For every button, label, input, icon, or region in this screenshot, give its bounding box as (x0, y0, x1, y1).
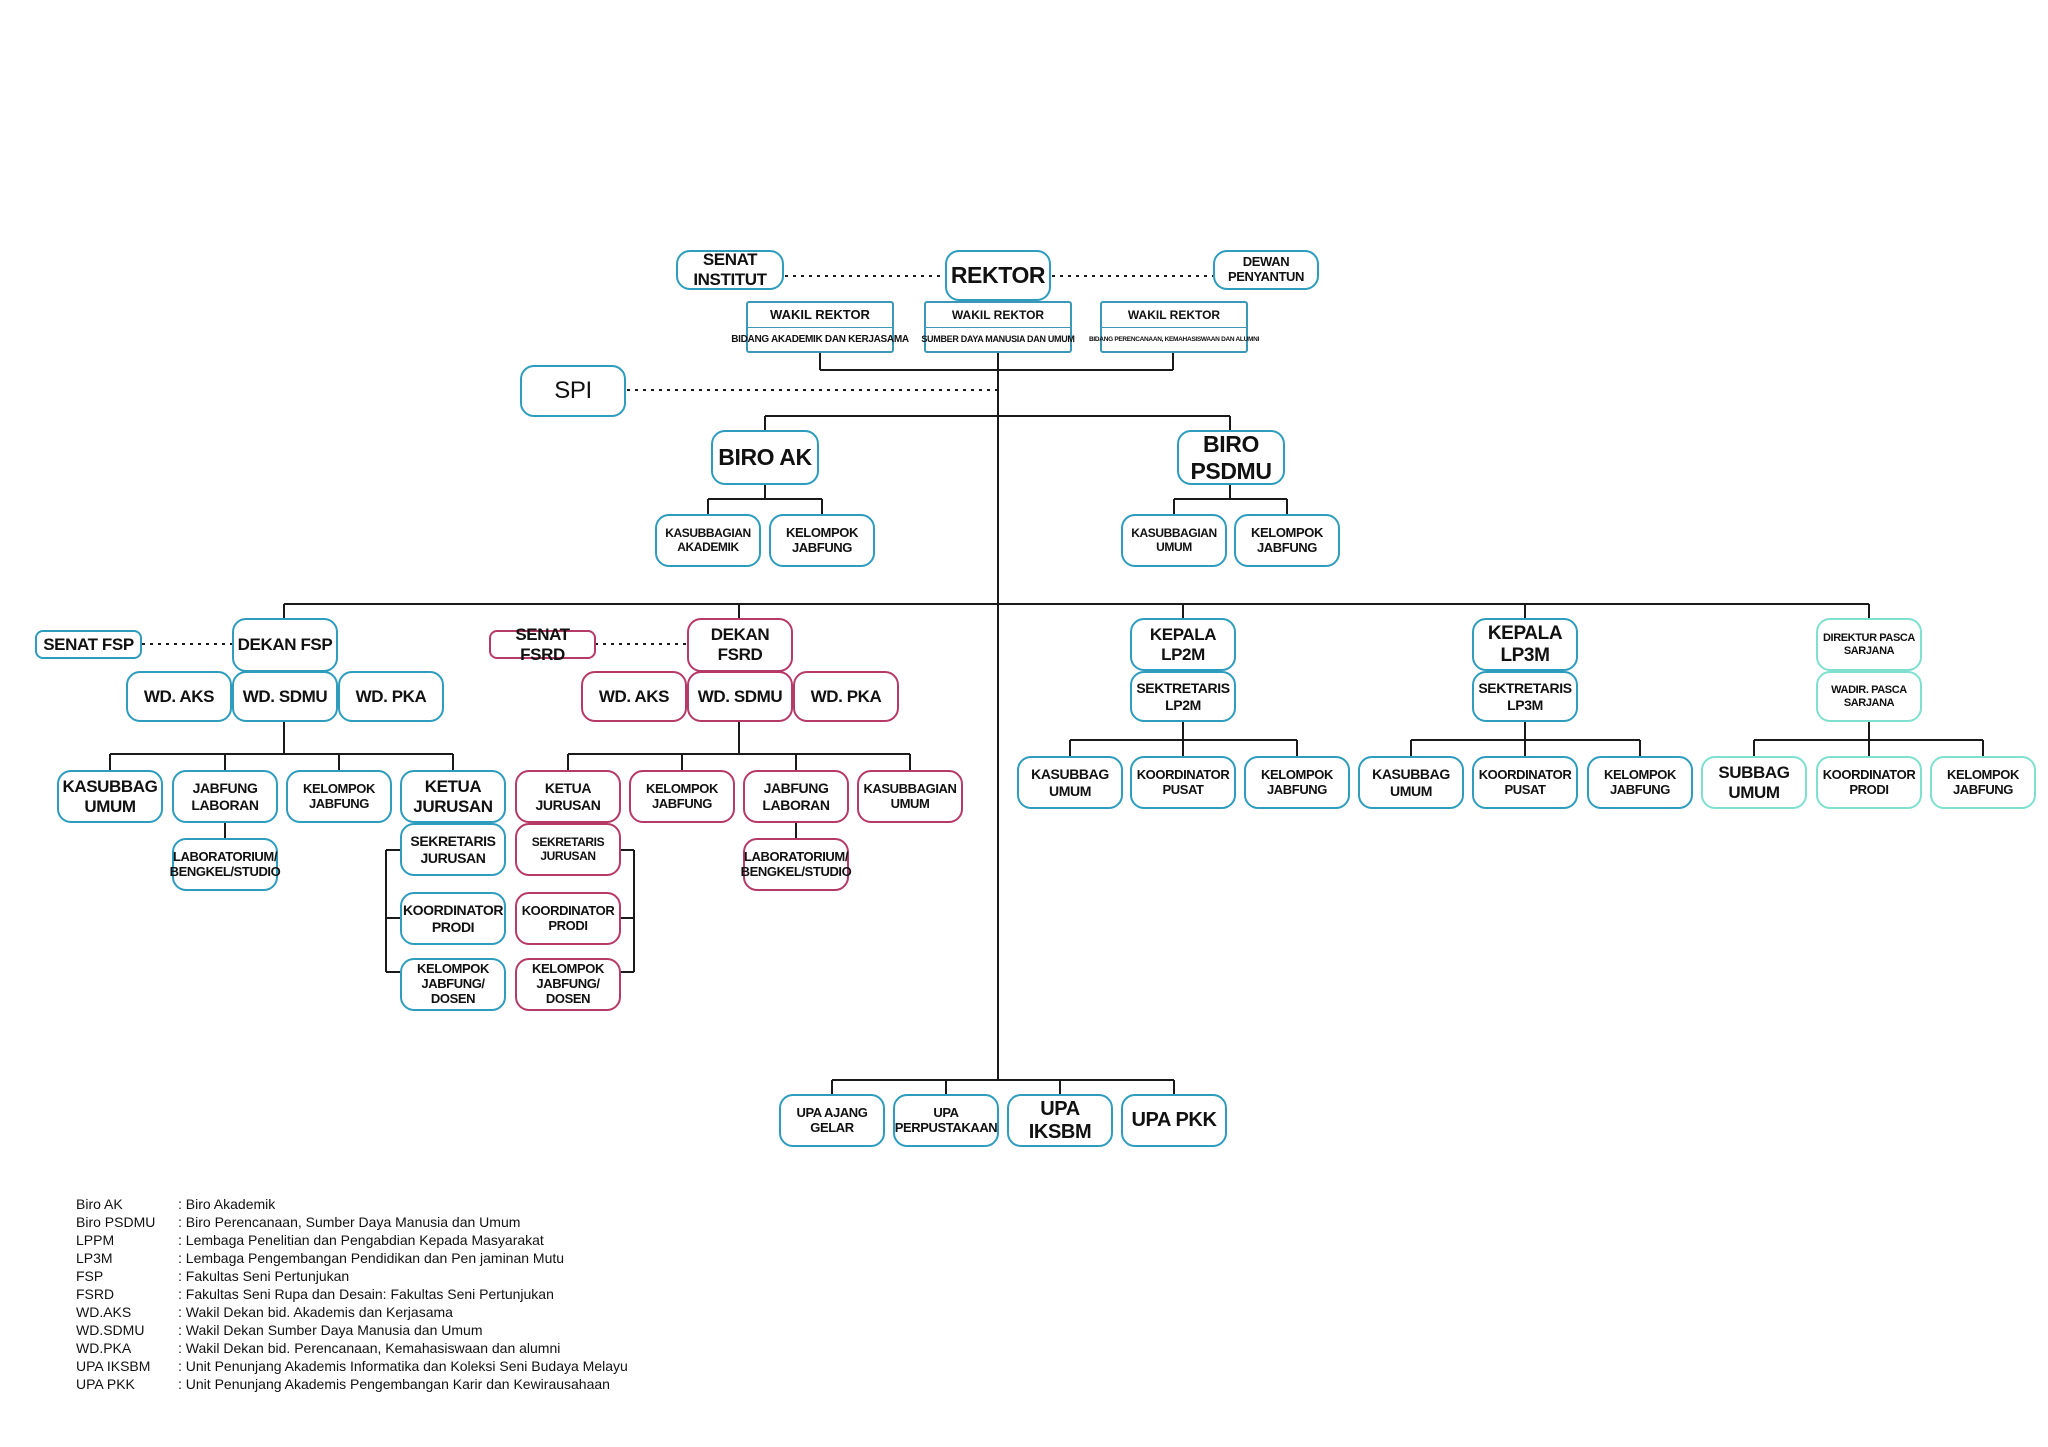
legend-row: WD.AKS : Wakil Dekan bid. Akademis dan Ke… (76, 1303, 628, 1321)
legend-desc: : Biro Akademik (178, 1196, 276, 1212)
fsrd-jabfung-laboran-box: JABFUNG LABORAN (743, 770, 849, 823)
rektor-box: REKTOR (945, 250, 1051, 301)
legend-row: LPPM : Lembaga Penelitian dan Pengabdian … (76, 1231, 628, 1249)
legend-abbr: WD.SDMU (76, 1322, 145, 1338)
fsp-kelompok-jabfung-box: KELOMPOK JABFUNG (286, 770, 392, 823)
legend-row: Biro AK : Biro Akademik (76, 1195, 628, 1213)
kepala-lp2m-box: KEPALA LP2M (1130, 618, 1236, 671)
pasca-subbag-umum-box: SUBBAG UMUM (1701, 756, 1807, 809)
fsrd-wd-pka-box: WD. PKA (793, 671, 899, 722)
senat-fsrd-box: SENAT FSRD (489, 625, 596, 664)
kelompok-jabfung-box: KELOMPOK JABFUNG (1234, 514, 1340, 567)
fsrd-koordinator-prodi-box: KOORDINATOR PRODI (515, 892, 621, 945)
fsrd-wd-aks-box: WD. AKS (581, 671, 687, 722)
wakil-rektor-title: WAKIL REKTOR (1102, 303, 1246, 328)
fsp-koordinator-prodi-box: KOORDINATOR PRODI (400, 892, 506, 945)
legend-desc: : Wakil Dekan bid. Perencanaan, Kemahasi… (178, 1340, 561, 1356)
legend-desc: : Lembaga Pengembangan Pendidikan dan Pe… (178, 1250, 565, 1266)
legend-abbr: WD.AKS (76, 1304, 132, 1320)
lp2m-kasubbag-umum-box: KASUBBAG UMUM (1017, 756, 1123, 809)
fsrd-laboratorium-box: LABORATORIUM/ BENGKEL/STUDIO (741, 838, 852, 891)
kepala-lp3m-box: KEPALA LP3M (1472, 618, 1578, 671)
fsp-wd-aks-box: WD. AKS (126, 671, 232, 722)
legend-row: LP3M : Lembaga Pengembangan Pendidikan da… (76, 1249, 628, 1267)
wakil-rektor-3: WAKIL REKTOR BIDANG PERENCANAAN, KEMAHAS… (1089, 301, 1260, 353)
fsrd-kelompok-jabfung-box: KELOMPOK JABFUNG (629, 770, 735, 823)
legend-desc: : Fakultas Seni Pertunjukan (178, 1268, 350, 1284)
legend-abbr: Biro PSDMU (76, 1214, 156, 1230)
legend-desc: : Unit Penunjang Akademis Pengembangan K… (178, 1376, 610, 1392)
kelompok-jabfung-box: KELOMPOK JABFUNG (769, 514, 875, 567)
wakil-rektor-title: WAKIL REKTOR (926, 303, 1070, 328)
legend-desc: : Lembaga Penelitian dan Pengabdian Kepa… (178, 1232, 544, 1248)
legend-row: FSP : Fakultas Seni Pertunjukan (76, 1267, 628, 1285)
dekan-fsp-box: DEKAN FSP (232, 618, 338, 672)
lp3m-kasubbag-umum-box: KASUBBAG UMUM (1358, 756, 1464, 809)
upa-ajang-gelar-box: UPA AJANG GELAR (779, 1094, 885, 1147)
legend-abbr: FSP (76, 1268, 104, 1284)
legend-abbr: UPA IKSBM (76, 1358, 151, 1374)
wakil-rektor-subtitle: BIDANG AKADEMIK DAN KERJASAMA (731, 333, 909, 345)
kasubbagian-akademik-box: KASUBBAGIAN AKADEMIK (655, 514, 761, 567)
fsrd-sekretaris-jurusan-box: SEKRETARIS JURUSAN (515, 823, 621, 876)
fsp-kasubbag-umum-box: KASUBBAG UMUM (57, 770, 163, 823)
sekretaris-lp2m-box: SEKTRETARIS LP2M (1130, 671, 1236, 722)
legend-abbr: FSRD (76, 1286, 115, 1302)
upa-pkk-box: UPA PKK (1121, 1094, 1227, 1147)
fsrd-wd-sdmu-box: WD. SDMU (687, 671, 793, 722)
kasubbagian-umum-box: KASUBBAGIAN UMUM (1121, 514, 1227, 567)
wakil-rektor-2: WAKIL REKTOR SUMBER DAYA MANUSIA DAN UMU… (921, 301, 1075, 353)
fsrd-kelompok-jabfung-dosen-box: KELOMPOK JABFUNG/ DOSEN (515, 958, 621, 1011)
fsrd-ketua-jurusan-box: KETUA JURUSAN (515, 770, 621, 823)
wakil-rektor-subtitle: BIDANG PERENCANAAN, KEMAHASISWAAN DAN AL… (1089, 335, 1260, 343)
legend-row: Biro PSDMU : Biro Perencanaan, Sumber Day… (76, 1213, 628, 1231)
dewan-penyantun-box: DEWAN PENYANTUN (1213, 250, 1319, 290)
pasca-kelompok-jabfung-box: KELOMPOK JABFUNG (1930, 756, 2036, 809)
wakil-rektor-title: WAKIL REKTOR (748, 303, 892, 328)
sekretaris-lp3m-box: SEKTRETARIS LP3M (1472, 671, 1578, 722)
fsp-kelompok-jabfung-dosen-box: KELOMPOK JABFUNG/ DOSEN (400, 958, 506, 1011)
wadir-pasca-sarjana-box: WADIR. PASCA SARJANA (1816, 671, 1922, 722)
legend-row: UPA PKK : Unit Penunjang Akademis Pengemb… (76, 1375, 628, 1393)
legend-abbr: WD.PKA (76, 1340, 132, 1356)
wakil-rektor-1: WAKIL REKTOR BIDANG AKADEMIK DAN KERJASA… (731, 301, 909, 353)
legend-desc: : Wakil Dekan bid. Akademis dan Kerjasam… (178, 1304, 453, 1320)
legend-row: WD.PKA : Wakil Dekan bid. Perencanaan, Ke… (76, 1339, 628, 1357)
legend-desc: : Unit Penunjang Akademis Informatika da… (178, 1358, 628, 1374)
wakil-rektor-subtitle: SUMBER DAYA MANUSIA DAN UMUM (921, 334, 1075, 345)
fsrd-kasubbagian-umum-box: KASUBBAGIAN UMUM (857, 770, 963, 823)
legend-abbr: LPPM (76, 1232, 115, 1248)
legend-desc: : Fakultas Seni Rupa dan Desain: Fakulta… (178, 1286, 554, 1302)
fsp-jabfung-laboran-box: JABFUNG LABORAN (172, 770, 278, 823)
lp3m-kelompok-jabfung-box: KELOMPOK JABFUNG (1587, 756, 1693, 809)
legend-abbr: UPA PKK (76, 1376, 135, 1392)
legend-row: WD.SDMU : Wakil Dekan Sumber Daya Manusia… (76, 1321, 628, 1339)
spi-box: SPI (520, 365, 626, 417)
fsp-wd-pka-box: WD. PKA (338, 671, 444, 722)
senat-fsp-box: SENAT FSP (35, 630, 142, 659)
legend-desc: : Wakil Dekan Sumber Daya Manusia dan Um… (178, 1322, 483, 1338)
lp3m-koordinator-pusat-box: KOORDINATOR PUSAT (1472, 756, 1578, 809)
fsp-sekretaris-jurusan-box: SEKRETARIS JURUSAN (400, 823, 506, 876)
upa-iksbm-box: UPA IKSBM (1007, 1094, 1113, 1147)
legend-abbr: Biro AK (76, 1196, 123, 1212)
legend-row: FSRD : Fakultas Seni Rupa dan Desain: Fak… (76, 1285, 628, 1303)
legend-abbr: LP3M (76, 1250, 113, 1266)
biro-psdmu-box: BIRO PSDMU (1177, 430, 1285, 485)
upa-perpustakaan-box: UPA PERPUSTAKAAN (893, 1094, 999, 1147)
biro-ak-box: BIRO AK (711, 430, 819, 485)
senat-institut-box: SENAT INSTITUT (676, 250, 784, 290)
fsp-laboratorium-box: LABORATORIUM/ BENGKEL/STUDIO (170, 838, 281, 891)
lp2m-koordinator-pusat-box: KOORDINATOR PUSAT (1130, 756, 1236, 809)
legend-row: UPA IKSBM : Unit Penunjang Akademis Infor… (76, 1357, 628, 1375)
fsp-ketua-jurusan-box: KETUA JURUSAN (400, 770, 506, 823)
lp2m-kelompok-jabfung-box: KELOMPOK JABFUNG (1244, 756, 1350, 809)
direktur-pasca-sarjana-box: DIREKTUR PASCA SARJANA (1816, 618, 1922, 671)
pasca-koordinator-prodi-box: KOORDINATOR PRODI (1816, 756, 1922, 809)
legend-desc: : Biro Perencanaan, Sumber Daya Manusia … (178, 1214, 521, 1230)
dekan-fsrd-box: DEKAN FSRD (687, 618, 793, 672)
fsp-wd-sdmu-box: WD. SDMU (232, 671, 338, 722)
